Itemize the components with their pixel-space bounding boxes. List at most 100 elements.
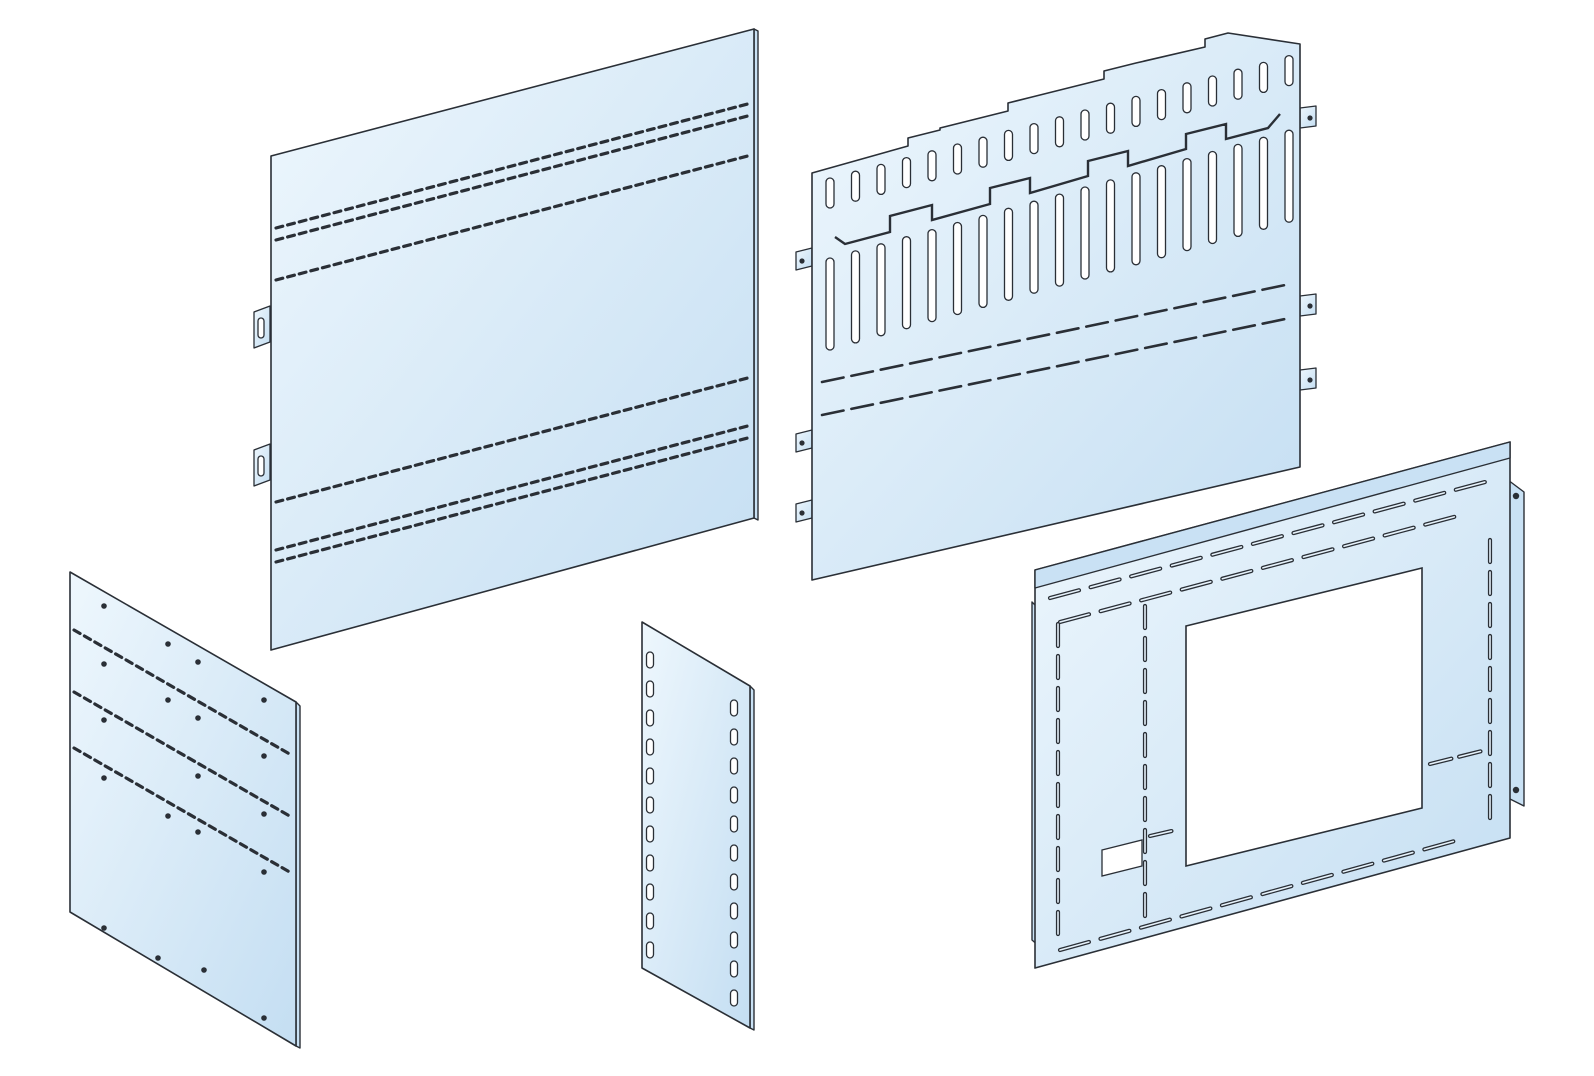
large-slotted-back-plate — [253, 28, 759, 651]
slot-row — [274, 154, 750, 282]
mounting-hole — [195, 715, 201, 721]
vertical-slot-short — [1105, 102, 1116, 134]
tab-hole — [1307, 303, 1313, 309]
mounting-hole — [101, 925, 107, 931]
vertical-slot-long — [850, 250, 861, 344]
vertical-slot-short — [952, 143, 963, 175]
mounting-hole — [261, 753, 267, 759]
vertical-slot-short — [1029, 122, 1039, 155]
vertical-slot-short — [1080, 109, 1090, 141]
side-tabs — [795, 105, 1317, 523]
fold-line — [834, 113, 1281, 246]
vertical-slot-short — [1182, 82, 1192, 114]
vertical-slot-long — [1029, 200, 1039, 294]
strip-slot-right — [729, 873, 739, 891]
perforation-line-upper — [820, 282, 1292, 384]
vertical-slot-partition-plate — [795, 32, 1317, 581]
mounting-hole — [261, 811, 267, 817]
central-window — [1185, 566, 1423, 868]
strip-slot-left — [645, 883, 655, 901]
tab-hole — [799, 510, 805, 516]
slot-row — [274, 102, 750, 230]
slot-row — [274, 424, 750, 552]
vertical-slot-short — [1131, 95, 1141, 128]
side-tab-upper — [253, 305, 271, 349]
strip-slot-left — [645, 767, 655, 785]
mounting-hole — [261, 869, 267, 875]
vertical-slot-long — [1131, 172, 1141, 266]
mounting-hole — [101, 717, 107, 723]
side-tab-lower — [253, 443, 271, 487]
plate-face — [270, 28, 755, 651]
small-perforated-plate — [69, 571, 301, 1049]
vertical-slot-long — [1284, 129, 1294, 223]
mounting-hole — [101, 661, 107, 667]
vertical-slot-short — [1054, 116, 1065, 148]
vertical-slot-short — [1156, 88, 1167, 121]
strip-slot-left — [645, 680, 655, 698]
strip-slot-left — [645, 941, 655, 959]
vertical-slot-long — [876, 243, 886, 337]
vertical-slot-short — [825, 177, 835, 209]
slot-row — [274, 376, 750, 504]
strip-slot-left — [645, 796, 655, 814]
tab-hole — [799, 258, 805, 264]
vertical-slot-long — [1080, 186, 1090, 280]
mounting-hole — [101, 603, 107, 609]
vertical-slot-long — [1258, 136, 1269, 230]
mounting-hole — [165, 697, 171, 703]
small-square-cutout — [1101, 839, 1143, 877]
vertical-slot-long — [1156, 165, 1167, 259]
mounting-hole — [261, 1015, 267, 1021]
vertical-slot-short — [850, 170, 861, 202]
side-tab — [795, 499, 813, 523]
tab-hole — [799, 440, 805, 446]
vertical-slot-long — [927, 228, 937, 323]
vertical-slot-long — [1233, 143, 1243, 238]
strip-slot-right — [729, 786, 739, 804]
mounting-hole — [195, 773, 201, 779]
slot-rows — [274, 102, 750, 564]
vertical-slot-short — [1284, 54, 1294, 87]
mounting-hole — [165, 641, 171, 647]
strip-slot-left — [645, 738, 655, 756]
vertical-slot-short — [1258, 61, 1269, 94]
vertical-slot-long — [901, 236, 912, 330]
perforation-detail — [72, 603, 294, 1021]
vertical-slot-long — [1054, 193, 1065, 287]
mounting-hole — [101, 775, 107, 781]
vertical-slot-short — [1207, 75, 1218, 107]
mounting-hole — [195, 659, 201, 665]
vertical-slot-long — [1105, 179, 1116, 273]
strip-slot-right — [729, 728, 739, 746]
side-tab — [795, 247, 813, 271]
narrow-upright-strip — [641, 621, 755, 1031]
strip-slot-left — [645, 825, 655, 843]
strip-slot-right — [729, 960, 739, 978]
frame-slots — [1047, 479, 1493, 953]
vertical-slot-long — [1003, 207, 1014, 301]
strip-slot-right — [729, 989, 739, 1007]
vertical-slot-short — [876, 163, 886, 196]
top-lip — [1034, 441, 1511, 589]
slot-row — [274, 436, 750, 564]
cutout-mounting-frame — [1031, 441, 1525, 969]
vertical-slot-short — [901, 156, 912, 189]
vertical-slot-long — [825, 257, 835, 351]
vertical-slot-short — [1003, 129, 1014, 162]
vertical-slot-long — [952, 221, 963, 316]
vertical-slot-long — [978, 214, 988, 309]
vertical-slots — [825, 54, 1294, 351]
vertical-slot-short — [927, 150, 937, 182]
strip-slot-right — [729, 815, 739, 833]
tab-hole — [1307, 115, 1313, 121]
strip-slot-left — [645, 854, 655, 872]
strip-slot-right — [729, 931, 739, 949]
strip-slot-left — [645, 912, 655, 930]
vertical-slot-long — [1207, 150, 1218, 245]
slot-row — [274, 114, 750, 242]
perforation-line-lower — [820, 316, 1292, 417]
strip-slot-right — [729, 902, 739, 920]
